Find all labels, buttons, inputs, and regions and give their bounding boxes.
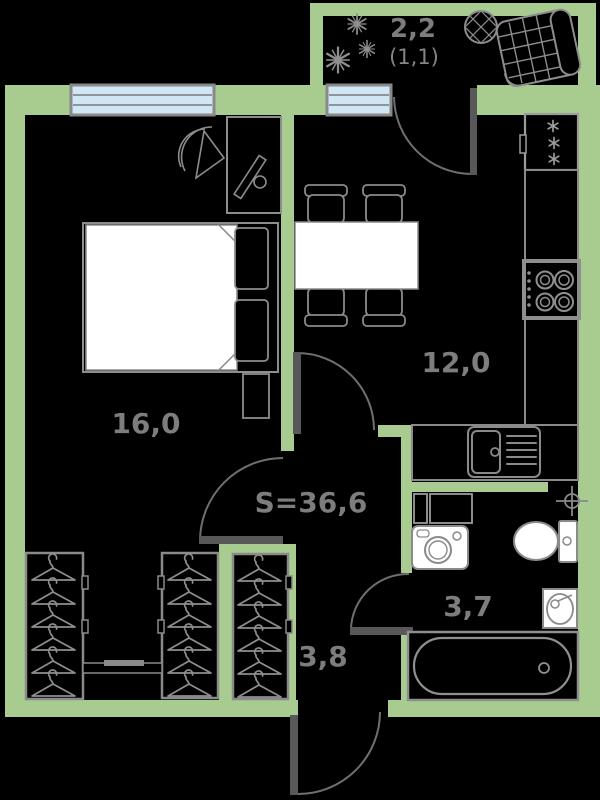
wall-under-balcony-1 — [310, 85, 327, 115]
bathtub-drain — [538, 662, 550, 674]
hallway-area-label: 3,8 — [298, 640, 348, 673]
bed — [82, 222, 279, 373]
bathroom-area-label: 3,7 — [443, 590, 493, 623]
kitchen-window — [325, 83, 393, 117]
chair — [304, 184, 348, 224]
desk-chair-icon — [177, 126, 226, 180]
wall-top-left — [5, 85, 72, 115]
entrance-door-swing-arc — [296, 711, 381, 796]
chair — [304, 287, 348, 327]
wardrobe-tabs — [81, 575, 293, 634]
kitchen-door-swing-arc — [296, 352, 375, 431]
wall-dressing-top — [219, 544, 296, 553]
walls — [5, 3, 600, 717]
bathtub — [406, 630, 580, 702]
toilet-icon — [513, 520, 578, 563]
living-room-area-label: 16,0 — [111, 407, 180, 440]
wall-balcony-top — [310, 3, 596, 16]
wall-balcony-left — [310, 3, 323, 85]
wall-bottom-right — [388, 700, 600, 717]
monitor-icon — [233, 154, 267, 200]
doors — [199, 88, 477, 796]
balcony — [325, 8, 582, 88]
pillow — [234, 299, 269, 362]
wall-top-mid — [213, 85, 323, 115]
wall-bedroom-divider — [281, 115, 294, 451]
washing-machine-icon — [411, 525, 469, 570]
wall-bathroom-left-upper — [401, 425, 412, 573]
bathroom-door-leaf — [350, 627, 413, 635]
kitchen-door-leaf — [293, 352, 301, 434]
dressing-door-swing-arc — [199, 457, 284, 542]
bathroom-door-swing-arc — [350, 572, 410, 629]
wall-closet-divider — [219, 544, 232, 700]
wall-bottom-left — [5, 700, 298, 717]
total-area-label: S=36,6 — [255, 486, 368, 519]
pipe-riser-icon — [556, 486, 588, 516]
entrance-door-leaf — [290, 715, 298, 795]
room-labels: 2,2 (1,1) 16,0 12,0 S=36,6 3,8 3,7 — [111, 14, 492, 673]
dining-set — [294, 184, 419, 327]
chair — [362, 184, 406, 224]
sink-icon — [467, 426, 541, 478]
balcony-door-swing-arc — [393, 96, 472, 175]
bathroom-cabinet — [413, 493, 428, 524]
windows — [69, 83, 393, 117]
wall-bathroom-north — [412, 482, 548, 492]
dressing-area — [24, 551, 293, 701]
kitchen — [294, 112, 581, 481]
stove-knobs — [527, 271, 531, 307]
balcony-reduced-area-label: (1,1) — [389, 45, 439, 69]
wall-under-balcony-2 — [477, 85, 578, 115]
wall-balcony-right — [578, 3, 596, 85]
nightstand — [242, 373, 270, 419]
chair — [362, 287, 406, 327]
pillow — [234, 227, 269, 290]
balcony-door-leaf — [470, 88, 477, 175]
armchair-icon — [495, 8, 582, 88]
dining-table — [294, 221, 419, 290]
bedroom-window — [69, 83, 216, 117]
drainboard — [506, 435, 537, 465]
blanket — [85, 224, 238, 371]
living-room — [82, 116, 282, 419]
bathroom — [406, 486, 588, 702]
kitchen-area-label: 12,0 — [421, 346, 490, 379]
wall-right — [578, 85, 600, 717]
balcony-area-label: 2,2 — [390, 14, 436, 44]
fridge-icon — [519, 112, 580, 172]
wall-left — [5, 85, 25, 717]
stove-icon — [522, 259, 581, 320]
washbasin-icon — [542, 588, 578, 629]
bathroom-cabinet — [429, 493, 473, 524]
dressing-door-leaf — [199, 536, 283, 544]
bench-top — [104, 660, 144, 666]
